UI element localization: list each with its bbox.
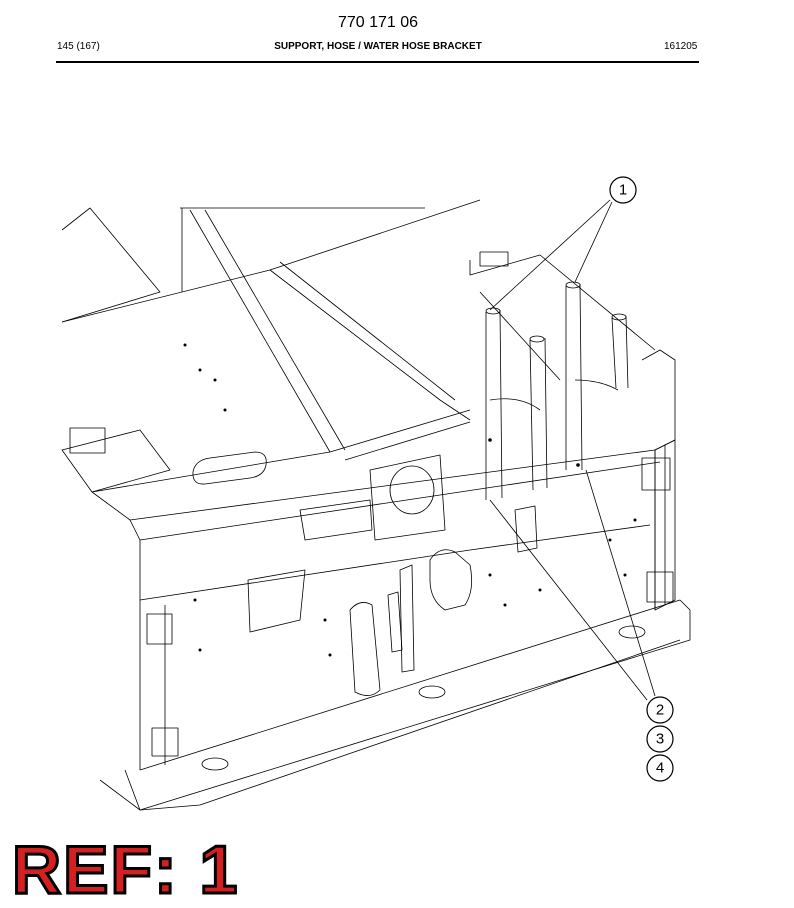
callout-3: 3: [646, 725, 674, 753]
header-rule: [56, 61, 699, 63]
page-title: SUPPORT, HOSE / WATER HOSE BRACKET: [274, 41, 482, 52]
callout-label: 2: [656, 702, 664, 719]
callout-label: 4: [656, 760, 664, 777]
callout-1: 1: [609, 176, 637, 204]
callout-4: 4: [646, 754, 674, 782]
date-code: 161205: [664, 41, 698, 52]
callout-label: 1: [619, 182, 627, 199]
callout-label: 3: [656, 731, 664, 748]
ref-label: REF: 1: [10, 832, 240, 908]
callout-2: 2: [646, 696, 674, 724]
page-number: 145 (167): [57, 41, 100, 52]
doc-number: 770 171 06: [337, 14, 419, 31]
